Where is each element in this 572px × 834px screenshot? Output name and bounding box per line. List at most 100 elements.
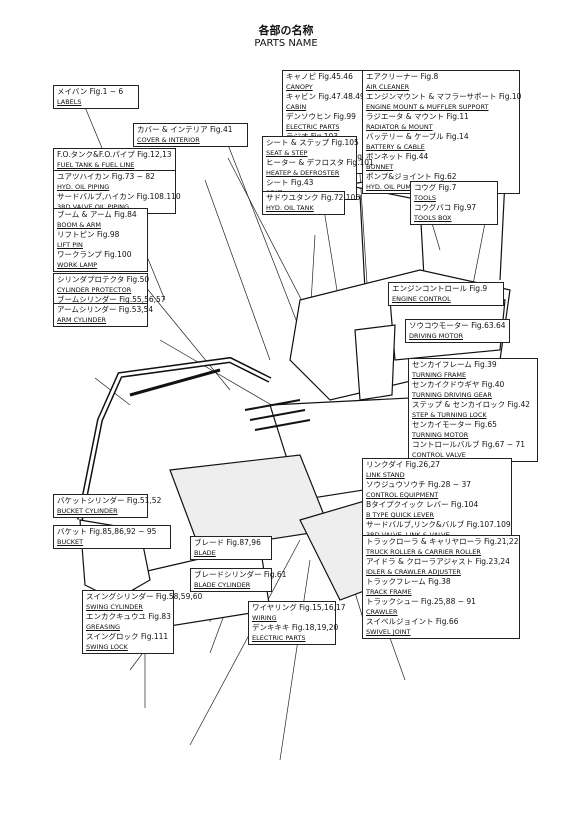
part-name-en: SWIVEL JOINT xyxy=(366,628,411,636)
part-name-en: RADIATOR & MOUNT xyxy=(366,123,433,131)
page-title-jp: 各部の名称 xyxy=(258,24,314,37)
part-name-jp: ブーム & アーム Fig.84 xyxy=(57,210,137,219)
part-name-jp: ポンプ&ジョイント Fig.62 xyxy=(366,172,457,181)
part-name-jp: センカイモーター Fig.65 xyxy=(412,420,497,429)
part-name-jp: サードバルブ,リンク&バルブ Fig.107.109 xyxy=(366,520,511,529)
part-name-jp: エアクリーナー Fig.8 xyxy=(366,72,439,81)
part-name-en: HYD. OIL PIPING xyxy=(57,183,110,191)
part-name-jp: キャビン Fig.47.48.49 xyxy=(286,92,365,101)
part-name-en: COVER & INTERIOR xyxy=(137,136,200,144)
part-name-jp: サドウユタンク Fig.72.106 xyxy=(266,193,361,202)
part-name-en: TOOLS xyxy=(414,194,436,202)
part-name-en: FUEL TANK & FUEL LINE xyxy=(57,161,135,169)
part-name-jp: ソウジュウソウチ Fig.28 ~ 37 xyxy=(366,480,471,489)
part-name-jp: トラックシュー Fig.25,88 ~ 91 xyxy=(366,597,476,606)
part-name-jp: バッテリー & ケーブル Fig.14 xyxy=(366,132,469,141)
part-name-jp: ラジエータ & マウント Fig.11 xyxy=(366,112,469,121)
part-name-en: CABIN xyxy=(286,103,307,111)
part-name-jp: コウグバコ Fig.97 xyxy=(414,203,477,212)
part-name-jp: エンカクキュウユ Fig.83 xyxy=(86,612,171,621)
part-name-en: ENGINE MOUNT & MUFFLER SUPPORT xyxy=(366,103,489,111)
part-name-jp: デンソウヒン Fig.99 xyxy=(286,112,356,121)
part-name-jp: コウグ Fig.7 xyxy=(414,183,457,192)
part-name-en: ELECTRIC PARTS xyxy=(252,634,306,642)
hose-bundle xyxy=(244,399,311,431)
part-name-jp: トラックローラ & キャリヤローラ Fig.21,22 xyxy=(366,537,519,546)
operator-seat xyxy=(354,324,396,401)
part-name-jp: シリンダプロテクタ Fig.50 xyxy=(57,275,150,284)
part-name-jp: ヒーター & デフロスタ Fig.101 xyxy=(266,158,374,167)
part-name-en: CONTROL VALVE xyxy=(412,451,466,459)
part-name-en: BATTERY & CABLE xyxy=(366,143,425,151)
part-name-en: HYD. OIL PUMP & JOINT xyxy=(366,183,442,191)
part-name-jp: サードバルブ,ハイカン Fig.108.110 xyxy=(57,192,181,201)
part-name-jp: Bタイプクイック レバー Fig.104 xyxy=(366,500,479,509)
part-name-en: BONNET xyxy=(366,163,394,171)
part-name-jp: センカイクドウギヤ Fig.40 xyxy=(412,380,505,389)
part-name-jp: リンクダイ Fig.26,27 xyxy=(366,460,441,469)
part-name-en: WORK LAMP xyxy=(57,261,98,269)
part-name-jp: ステップ & センカイロック Fig.42 xyxy=(412,400,531,409)
part-name-en: SWING LOCK xyxy=(86,643,128,651)
part-name-en: CANOPY xyxy=(286,83,313,91)
part-name-jp: アームシリンダー Fig.53,54 xyxy=(57,305,154,314)
part-name-en: LABELS xyxy=(57,98,82,106)
part-name-jp: ブレードシリンダー Fig.61 xyxy=(194,570,287,579)
part-name-en: IDLER & CRAWLER ADJUSTER xyxy=(366,568,461,576)
part-name-en: ELECTRIC PARTS xyxy=(286,123,340,131)
part-name-en: TURNING FRAME xyxy=(412,371,467,379)
part-name-jp: ワイヤリング Fig.15,16,17 xyxy=(252,603,346,612)
part-name-jp: デンキキキ Fig.18,19,20 xyxy=(252,623,339,632)
part-name-en: B TYPE QUICK LEVER xyxy=(366,511,435,519)
part-name-en: CONTROL EQUIPMENT xyxy=(366,491,439,499)
part-name-en: TRUCK ROLLER & CARRIER ROLLER xyxy=(366,548,481,556)
part-name-en: ENGINE CONTROL xyxy=(392,295,451,303)
part-name-en: HEATEP & DEFROSTER xyxy=(266,169,340,177)
part-name-en: STEP & TURNING LOCK xyxy=(412,411,487,419)
part-name-en: DRIVING MOTOR xyxy=(409,332,464,340)
part-name-jp: アイドラ & クローラアジャスト Fig.23,24 xyxy=(366,557,510,566)
